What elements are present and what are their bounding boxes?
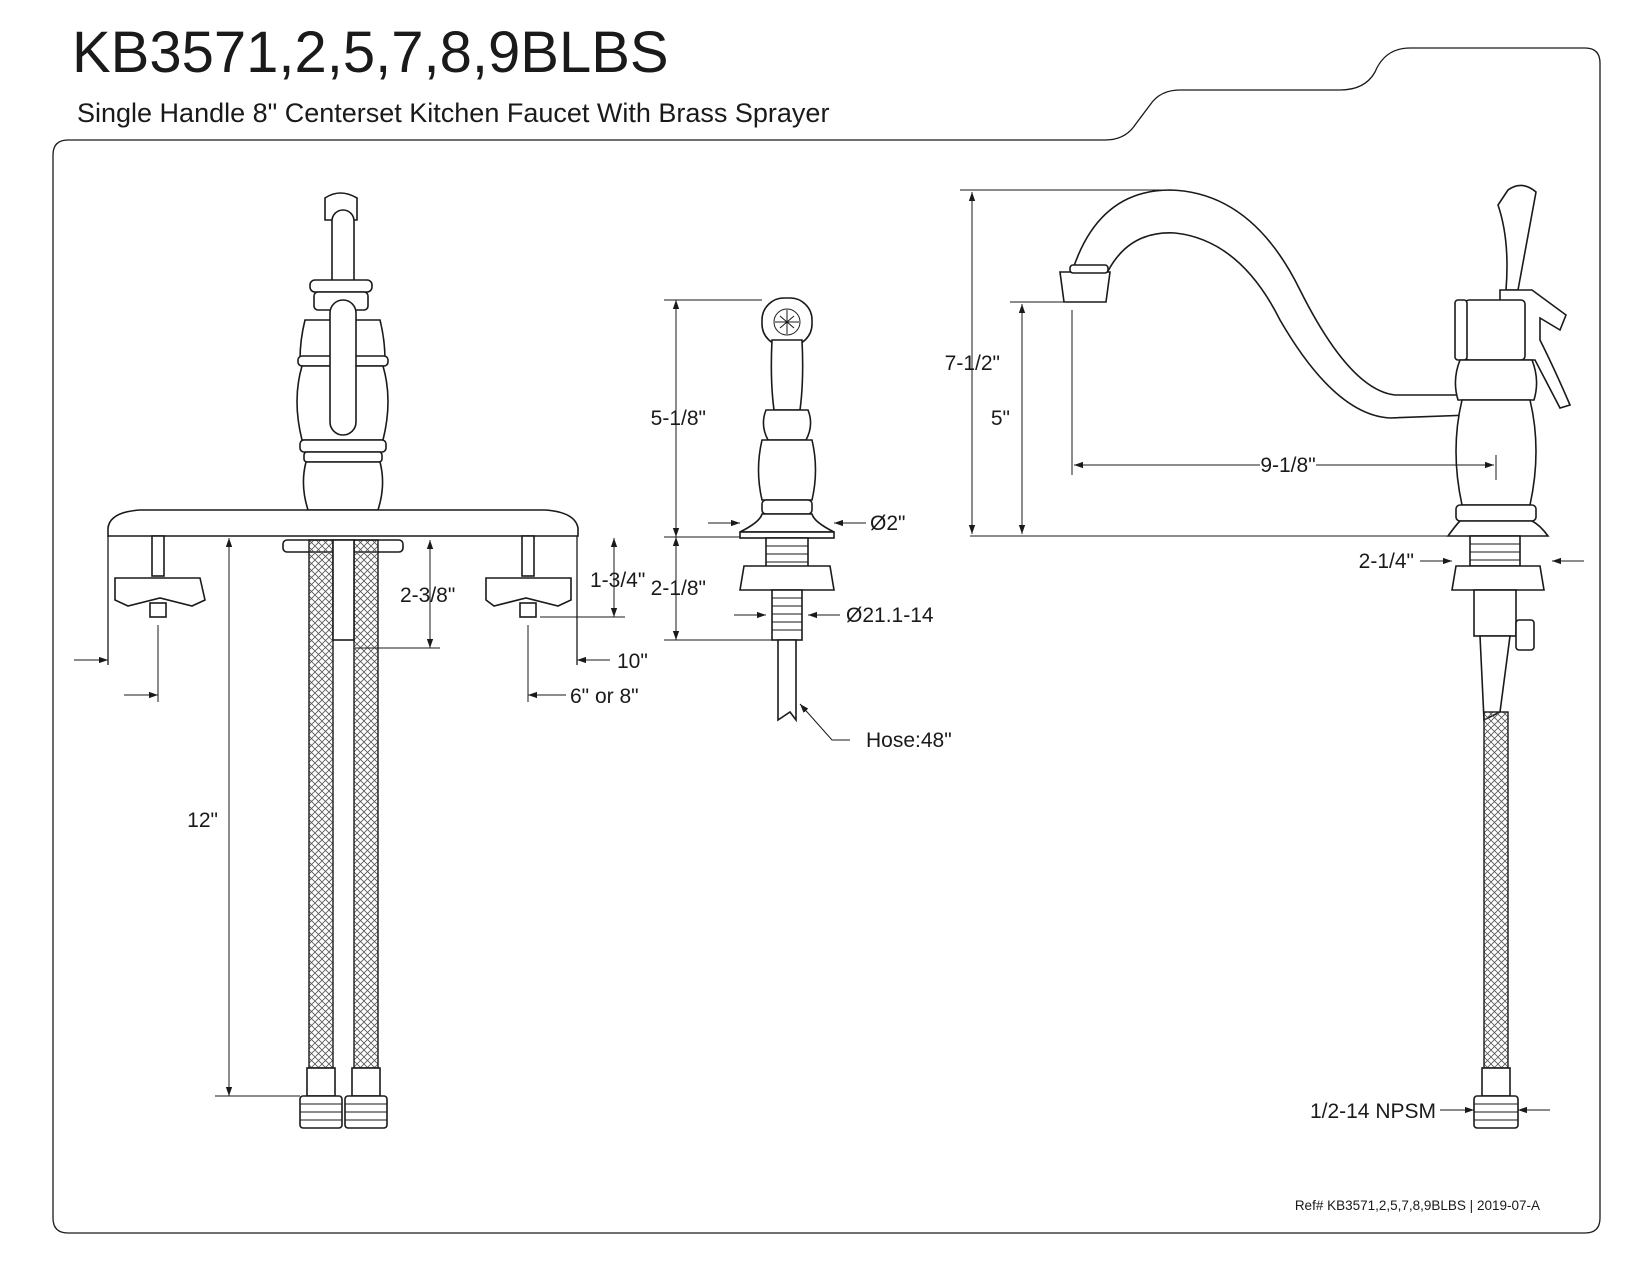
dim-10: 10" [617,650,648,673]
dim-1-3-4: 1-3/4" [590,569,645,592]
front-view: 2-3/8" 1-3/4" 10" 6" or 8" 12" [74,192,648,1129]
dim-5-1-8: 5-1/8" [651,407,706,430]
thread-size: Ø21.1-14 [846,604,934,627]
page-title: KB3571,2,5,7,8,9BLBS [72,20,669,85]
side-view: 7-1/2" 5" 9-1/8" 2-1/4" 1/2-14 NPSM [945,184,1584,1129]
dim-12: 12" [187,809,218,832]
npsm-thread: 1/2-14 NPSM [1310,1100,1436,1123]
reference-note: Ref# KB3571,2,5,7,8,9BLBS | 2019-07-A [1294,1198,1540,1213]
page-subtitle: Single Handle 8" Centerset Kitchen Fauce… [77,98,830,128]
hose-length: Hose:48" [866,729,952,752]
dim-2-3-8: 2-3/8" [400,584,455,607]
dim-2-1-8: 2-1/8" [651,577,706,600]
dim-9-1-8: 9-1/8" [1260,454,1315,477]
sprayer-view: 5-1/8" 2-1/8" Ø2" Ø21.1-14 Hose:48" [651,297,952,752]
dim-5: 5" [991,407,1010,430]
dia-2: Ø2" [870,512,905,535]
drawing-frame [52,47,1601,1234]
dim-7-1-2: 7-1/2" [945,352,1000,375]
dim-2-1-4: 2-1/4" [1359,550,1414,573]
dim-6-or-8: 6" or 8" [570,685,639,708]
